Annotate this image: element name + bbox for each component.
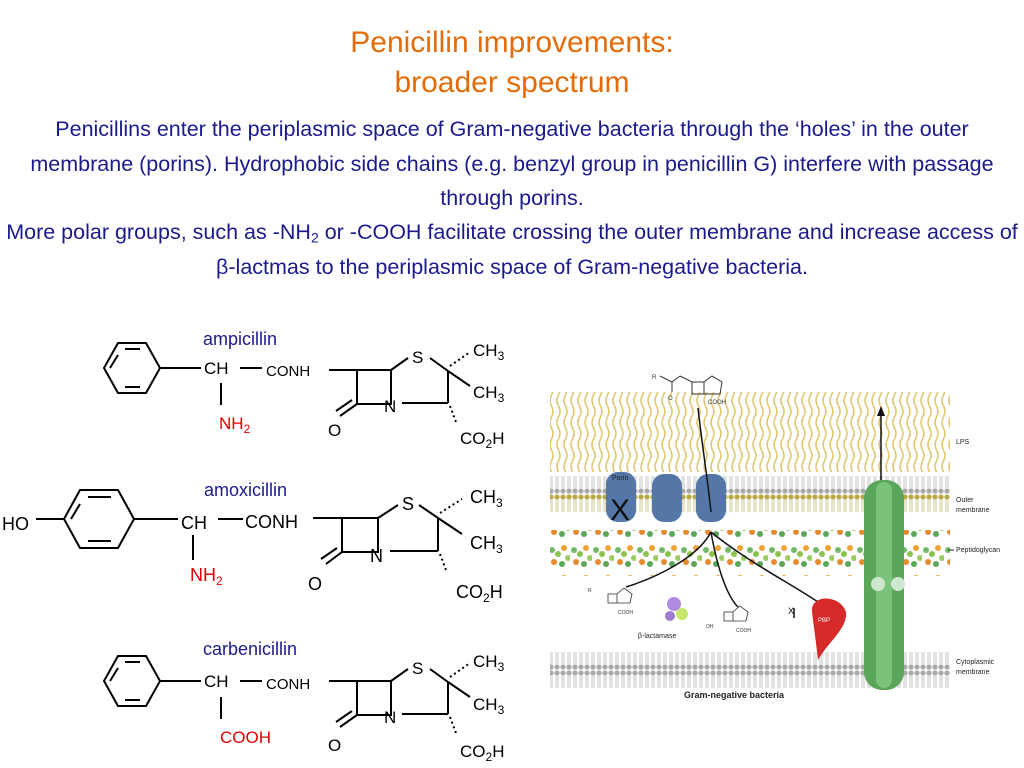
diagram-caption: Gram-negative bacteria bbox=[684, 690, 785, 700]
lps-label: LPS bbox=[956, 439, 970, 446]
ampicillin-s: S bbox=[412, 348, 423, 367]
pbp-label: PBP bbox=[818, 618, 830, 624]
amoxicillin-o: O bbox=[308, 574, 322, 594]
beta-lactamase-label: β-lactamase bbox=[638, 633, 676, 640]
carbenicillin-s: S bbox=[412, 659, 423, 678]
mini2-cooh: COOH bbox=[618, 610, 633, 616]
ampicillin-ch3-top: CH3 bbox=[473, 341, 505, 363]
pbp-inhibit-x: X bbox=[788, 606, 794, 616]
mini-cooh: COOH bbox=[708, 400, 726, 406]
amoxicillin-s: S bbox=[402, 494, 414, 514]
carbenicillin-name: carbenicillin bbox=[203, 639, 297, 659]
paragraph-porins: Penicillins enter the periplasmic space … bbox=[30, 117, 994, 210]
cyto-membrane-label-2: membrane bbox=[956, 669, 990, 676]
amoxicillin-n: N bbox=[370, 546, 383, 566]
amoxicillin-ho: HO bbox=[2, 514, 29, 534]
amoxicillin-name: amoxicillin bbox=[204, 480, 287, 500]
peptidoglycan-label: Peptidoglycan bbox=[956, 547, 1000, 554]
amoxicillin-nh2: NH2 bbox=[190, 565, 223, 588]
outer-membrane-label-1: Outer bbox=[956, 497, 974, 504]
lps-layer bbox=[550, 392, 950, 472]
porin-label: Porin bbox=[612, 475, 628, 482]
carbenicillin-conh: CONH bbox=[266, 676, 310, 693]
ampicillin-ch: CH bbox=[204, 359, 229, 378]
mini3-oh: OH bbox=[706, 624, 714, 630]
mini-o: O bbox=[668, 396, 673, 402]
paragraph-polar-groups: More polar groups, such as -NH2 or -COOH… bbox=[4, 215, 1020, 284]
penicillin-mini-lower bbox=[607, 587, 749, 622]
carbenicillin-ch: CH bbox=[204, 672, 229, 691]
mini3-cooh: COOH bbox=[736, 628, 751, 634]
export-arrowhead bbox=[877, 406, 885, 416]
ampicillin-o: O bbox=[328, 421, 341, 440]
amoxicillin-co2h: CO2H bbox=[456, 582, 503, 605]
porin-blocked: X bbox=[606, 472, 636, 527]
slide-title-line1: Penicillin improvements: bbox=[350, 26, 674, 59]
ampicillin-structure: ampicillin CH CONH S N O CH3 CH3 CO2H NH… bbox=[102, 329, 505, 451]
outer-membrane-label-2: membrane bbox=[956, 507, 990, 514]
porin-passage bbox=[696, 474, 726, 522]
ampicillin-ch3-bottom: CH3 bbox=[473, 383, 505, 405]
ampicillin-co2h: CO2H bbox=[460, 429, 504, 451]
carbenicillin-co2h: CO2H bbox=[460, 742, 504, 764]
carbenicillin-structure: carbenicillin CH CONH S N O CH3 CH3 CO2H… bbox=[102, 639, 505, 764]
para2-subscript: 2 bbox=[310, 229, 319, 246]
efflux-pump bbox=[864, 480, 905, 690]
amoxicillin-ch: CH bbox=[181, 513, 207, 533]
amoxicillin-structure: HO amoxicillin CH CONH S N O CH3 CH3 CO2… bbox=[2, 480, 503, 605]
amoxicillin-ch3-top: CH3 bbox=[470, 487, 503, 510]
para2-before: More polar groups, such as -NH bbox=[6, 220, 311, 244]
carbenicillin-ch3-top: CH3 bbox=[473, 652, 505, 674]
porin-blocked-x: X bbox=[610, 494, 630, 527]
carbenicillin-o: O bbox=[328, 736, 341, 755]
carbenicillin-n: N bbox=[384, 708, 396, 727]
porin-open bbox=[652, 474, 682, 522]
mini2-r: R bbox=[588, 588, 592, 594]
ampicillin-nh2: NH2 bbox=[219, 414, 251, 436]
mini-r: R bbox=[652, 375, 657, 381]
gram-negative-diagram: R O COOH X Porin PBP X β-lactamase bbox=[550, 375, 1000, 700]
ampicillin-name: ampicillin bbox=[203, 329, 277, 349]
amoxicillin-ch3-bottom: CH3 bbox=[470, 533, 503, 556]
beta-lactamase-enzyme bbox=[665, 597, 688, 621]
amoxicillin-conh: CONH bbox=[245, 512, 298, 532]
cyto-membrane-label-1: Cytoplasmic bbox=[956, 659, 995, 666]
ampicillin-n: N bbox=[384, 397, 396, 416]
ampicillin-conh: CONH bbox=[266, 363, 310, 380]
penicillin-mini-top bbox=[659, 375, 723, 395]
para2-after: or -COOH facilitate crossing the outer m… bbox=[216, 220, 1018, 279]
carbenicillin-ch3-bottom: CH3 bbox=[473, 695, 505, 717]
slide-title-line2: broader spectrum bbox=[394, 66, 630, 99]
carbenicillin-cooh: COOH bbox=[220, 728, 271, 747]
pbp-protein bbox=[811, 598, 847, 660]
